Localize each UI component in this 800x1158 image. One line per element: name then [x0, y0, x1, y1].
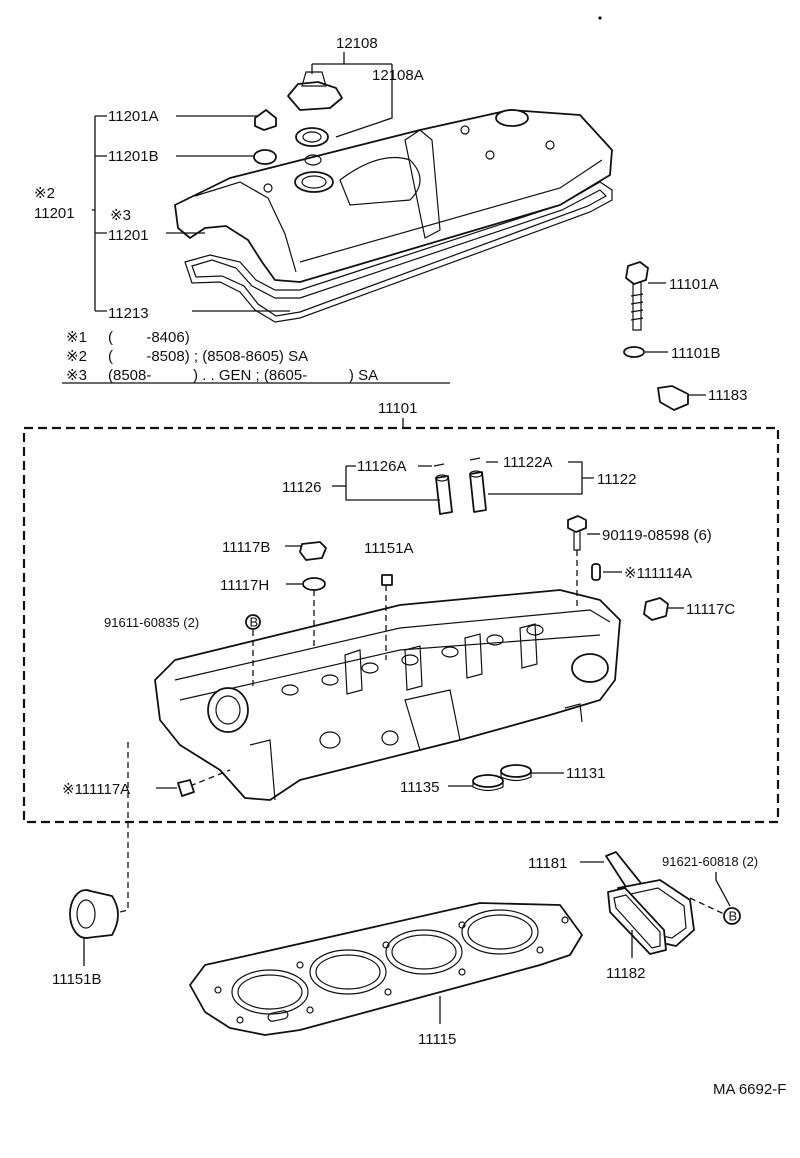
callout-11115: 11115	[418, 1031, 456, 1048]
callout-11117h: 11117H	[220, 577, 269, 594]
callout-11181: 11181	[528, 855, 568, 872]
applicability-notes: ※1 ( -8406) ※2 ( -8508) ; (8508-8605) SA…	[66, 329, 378, 384]
callout-12108a: 12108A	[372, 67, 424, 84]
callout-91621-60818: 91621-60818 (2)	[662, 854, 758, 869]
callout-11213: 11213	[108, 305, 149, 322]
note-1-text: ( -8406)	[108, 329, 190, 346]
note-mark-2: ※2	[34, 185, 55, 202]
callout-11114a: ※111114A	[624, 565, 692, 582]
cylinder-head-casting-drawing	[154, 589, 621, 801]
callout-11201-assembly: 11201	[34, 205, 75, 222]
head-gasket-drawing	[189, 902, 583, 1036]
callout-11117a: ※111117A	[62, 781, 130, 798]
callout-91611-60835: 91611-60835 (2)	[104, 615, 199, 630]
ref-b-marker-1: B	[250, 615, 259, 630]
callout-11122a: 11122A	[503, 454, 553, 471]
callout-11183: 11183	[708, 387, 748, 404]
callout-12108: 12108	[336, 35, 378, 52]
callout-11101: 11101	[378, 400, 418, 417]
head-bolt-drawing	[623, 261, 689, 411]
oil-seal-drawing	[69, 889, 119, 939]
callout-11117c: 11117C	[686, 601, 735, 618]
callout-11101a: 11101A	[669, 276, 719, 293]
callout-11126: 11126	[282, 479, 322, 496]
callout-11101b: 11101B	[671, 345, 721, 362]
note-3-mark: ※3	[66, 367, 87, 384]
diagram-reference-code: MA 6692-F	[713, 1081, 786, 1098]
ref-b-circle-2	[723, 907, 741, 925]
callout-11201b: 11201B	[108, 148, 159, 165]
valve-guides-drawing	[433, 457, 487, 515]
callout-11135: 11135	[400, 779, 440, 796]
callout-11151a: 11151A	[364, 540, 414, 557]
cover-callout-lines	[62, 52, 450, 384]
callout-90119-08598: 90119-08598 (6)	[602, 527, 712, 544]
stud-bolt-drawing	[567, 515, 601, 581]
callout-11151b: 11151B	[52, 971, 102, 988]
callout-11126a: 11126A	[357, 458, 407, 475]
stray-mark	[598, 16, 602, 20]
note-mark-3: ※3	[110, 207, 131, 224]
callout-11201: 11201	[108, 227, 149, 244]
callout-11131: 11131	[566, 765, 606, 782]
ref-b-marker-2: B	[729, 909, 738, 924]
cylinder-head-cover-drawing	[174, 71, 613, 323]
plugs-drawing	[245, 541, 669, 630]
callout-11117b: 11117B	[222, 539, 270, 556]
note-2-text: ( -8508) ; (8508-8605) SA	[108, 348, 308, 365]
callout-11201a: 11201A	[108, 108, 159, 125]
callout-11182: 11182	[606, 965, 646, 982]
note-3-text: (8508- ) . . GEN ; (8605- ) SA	[108, 367, 378, 384]
note-1-mark: ※1	[66, 329, 87, 346]
small-plugs-and-caps-drawing	[177, 764, 532, 797]
note-2-mark: ※2	[66, 348, 87, 365]
water-outlet-drawing	[605, 851, 695, 955]
callout-11122: 11122	[597, 471, 637, 488]
